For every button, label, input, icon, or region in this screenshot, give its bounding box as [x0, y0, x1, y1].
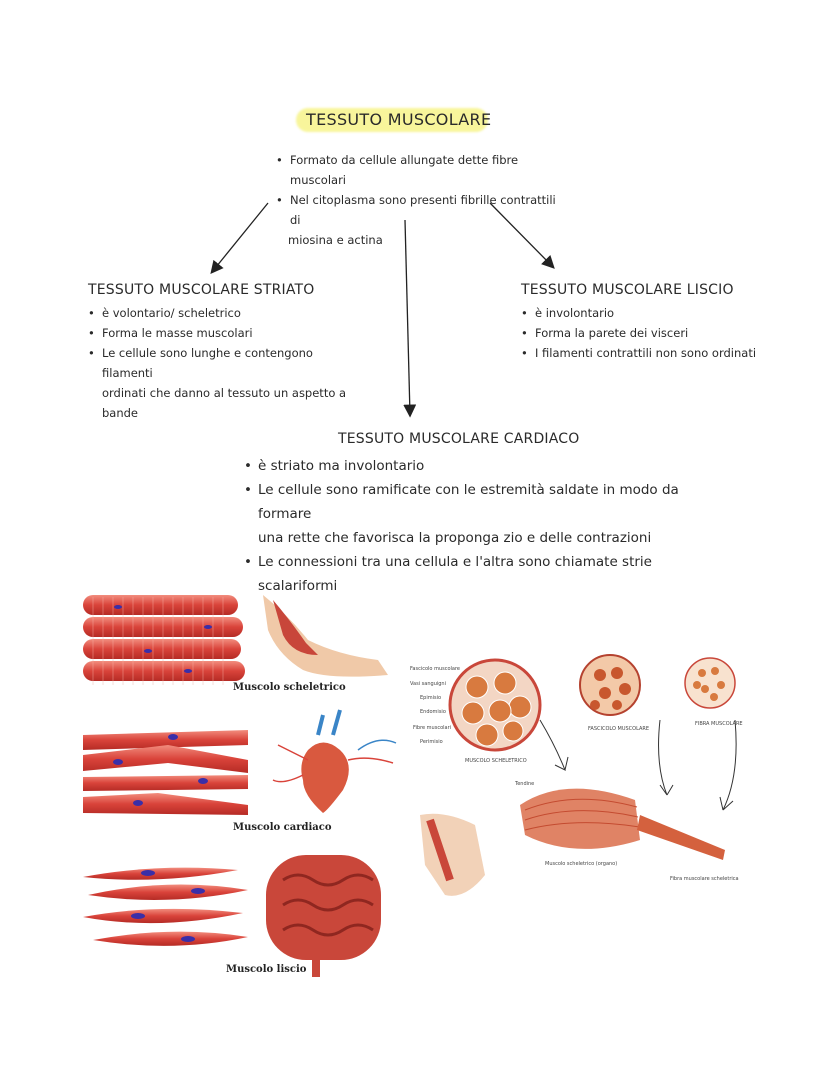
heart-image — [273, 710, 396, 813]
label-muscolo-sch: MUSCOLO SCHELETRICO — [465, 758, 527, 764]
striato-item: Le cellule sono lunghe e contengono fila… — [88, 343, 348, 383]
fiber-image — [685, 658, 735, 708]
striato-item-continued: ordinati che danno al tessuto un aspetto… — [88, 383, 348, 423]
liscio-item: I filamenti contrattili non sono ordinat… — [521, 343, 781, 363]
label-fibra-sch: Fibra muscolare scheletrica — [670, 876, 739, 882]
label-tendine: Tendine — [514, 781, 534, 787]
striato-list: è volontario/ scheletrico Forma le masse… — [88, 303, 348, 423]
leg-image — [420, 814, 485, 896]
caption-liscio: Muscolo liscio — [226, 964, 306, 975]
cardiaco-list: è striato ma involontario Le cellule son… — [244, 454, 714, 598]
smooth-fibers-image — [83, 868, 248, 946]
label-organo: Muscolo scheletrico (organo) — [545, 861, 617, 867]
skeletal-fibers-image — [83, 595, 245, 685]
arrow-striato — [212, 203, 268, 272]
arrow-cardiaco — [405, 220, 410, 415]
label-fascicoli: Fascicolo muscolare — [410, 666, 460, 672]
fascicle-image — [580, 655, 640, 715]
muscle-bundle-image — [520, 789, 725, 860]
striato-item: Forma le masse muscolari — [88, 323, 348, 343]
muscle-types-illustration — [78, 585, 398, 985]
label-endomisio: Endomisio — [420, 709, 446, 715]
liscio-heading: TESSUTO MUSCOLARE LISCIO — [521, 282, 734, 298]
striato-heading: TESSUTO MUSCOLARE STRIATO — [88, 282, 315, 298]
label-fibre: Fibre muscolari — [413, 725, 451, 731]
label-epimisio: Epimisio — [420, 695, 441, 701]
intestine-image — [266, 855, 381, 977]
muscle-cross-section-image — [450, 660, 540, 750]
label-fascicolo-cap: FASCICOLO MUSCOLARE — [588, 726, 649, 732]
muscle-structure-diagram: Fascicolo muscolare Vasi sanguigni Epimi… — [405, 625, 805, 905]
cardiac-fibers-image — [83, 730, 248, 815]
label-vasi: Vasi sanguigni — [410, 681, 446, 687]
caption-scheletrico: Muscolo scheletrico — [233, 682, 346, 693]
cardiaco-item: è striato ma involontario — [244, 454, 714, 478]
liscio-item: Forma la parete dei visceri — [521, 323, 781, 343]
caption-cardiaco: Muscolo cardiaco — [233, 822, 332, 833]
label-perimisio: Perimisio — [420, 739, 443, 745]
arrow-liscio — [490, 203, 553, 267]
striato-item: è volontario/ scheletrico — [88, 303, 348, 323]
liscio-item: è involontario — [521, 303, 781, 323]
liscio-list: è involontario Forma la parete dei visce… — [521, 303, 781, 363]
arm-image — [263, 595, 388, 677]
cardiaco-heading: TESSUTO MUSCOLARE CARDIACO — [338, 431, 579, 447]
cardiaco-item-continued: una rette che favorisca la proponga zio … — [244, 526, 714, 550]
cardiaco-item: Le cellule sono ramificate con le estrem… — [244, 478, 714, 526]
